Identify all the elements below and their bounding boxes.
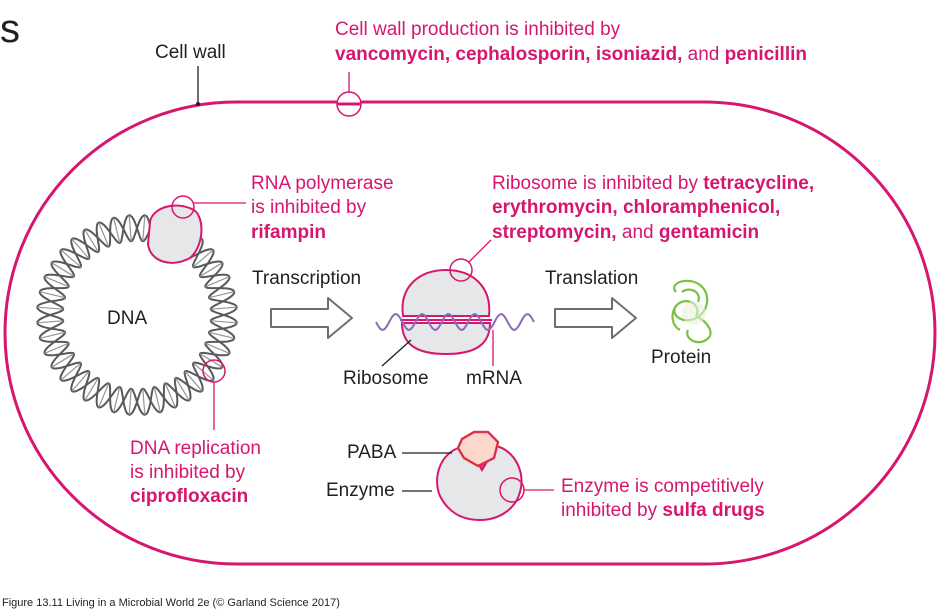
and-text-2: and	[621, 222, 654, 243]
protein-label: Protein	[651, 347, 712, 368]
dna-base-pair	[184, 370, 203, 392]
ribosome-label-leader	[381, 339, 412, 367]
dna-base-pair	[192, 249, 214, 268]
dna-base-pair	[71, 238, 90, 260]
drug-cephalosporin: cephalosporin,	[455, 44, 591, 65]
ribosome-small-subunit	[400, 322, 492, 356]
dna-base-pair	[39, 291, 66, 299]
enzyme-inhibition-line2: inhibited by sulfa drugs	[561, 500, 765, 522]
drug-erythromycin: erythromycin,	[492, 197, 618, 218]
dna-base-pair	[37, 306, 64, 310]
figure-caption: Figure 13.11 Living in a Microbial World…	[2, 597, 340, 609]
ribosome-inhibition-circle	[449, 258, 473, 282]
dna-replication-line1: DNA replication	[130, 438, 261, 459]
dna-base-pair	[60, 249, 82, 268]
dna-base-pair	[113, 386, 121, 413]
ribosome-large-subunit	[401, 268, 491, 317]
dna-base-pair	[113, 217, 121, 244]
dna-base-pair	[44, 342, 69, 354]
ribosome-inhibition-prefix: Ribosome is inhibited by	[492, 173, 698, 194]
transcription-arrow	[270, 297, 353, 339]
dna-base-pair	[128, 215, 132, 242]
cell-wall-outline	[3, 100, 937, 566]
and-text: and	[687, 44, 720, 65]
dna-base-pair	[210, 320, 237, 324]
dna-base-pair	[210, 306, 237, 310]
enzyme-label: Enzyme	[326, 480, 395, 501]
dna-base-pair	[60, 362, 82, 381]
enzyme-inhibition-line1: Enzyme is competitively	[561, 476, 764, 497]
drug-gentamicin: gentamicin	[658, 222, 760, 243]
enzyme-shape	[436, 444, 523, 522]
dna-base-pair	[51, 353, 75, 368]
ribosome-inhibition-line1: Ribosome is inhibited by tetracycline,	[492, 173, 814, 195]
ribosome-label: Ribosome	[343, 368, 429, 389]
mrna-strand	[375, 312, 535, 332]
dna-base-pair	[128, 388, 132, 415]
drug-chloramphenicol: chloramphenicol,	[622, 197, 781, 218]
drug-ciprofloxacin: ciprofloxacin	[130, 486, 249, 507]
dna-base-pair	[142, 388, 146, 415]
drug-streptomycin: streptomycin,	[492, 222, 617, 243]
translation-label: Translation	[545, 268, 639, 289]
dna-base-pair	[44, 276, 69, 288]
dna-base-pair	[208, 291, 235, 299]
rna-polymerase-shape	[146, 204, 203, 264]
cell-wall-label: Cell wall	[155, 42, 226, 63]
dna-base-pair	[39, 331, 66, 339]
dna-base-pair	[142, 215, 146, 242]
drug-rifampin: rifampin	[251, 222, 326, 243]
dna-base-pair	[205, 276, 230, 288]
mrna-label: mRNA	[466, 368, 522, 389]
dna-base-pair	[71, 370, 90, 392]
cell-wall-label-dot	[196, 102, 200, 106]
drug-sulfa-drugs: sulfa drugs	[662, 500, 765, 521]
ribosome-inhibition-line3: streptomycin, and gentamicin	[492, 222, 759, 244]
drug-penicillin: penicillin	[724, 44, 808, 65]
rna-polymerase-line1: RNA polymerase	[251, 173, 394, 194]
dna-base-pair	[51, 262, 75, 277]
transcription-label: Transcription	[252, 268, 362, 289]
rna-polymerase-line2: is inhibited by	[251, 197, 367, 218]
dna-base-pair	[37, 320, 64, 324]
dna-base-pair	[199, 262, 223, 277]
translation-arrow	[554, 297, 637, 339]
dna-base-pair	[175, 377, 190, 401]
dna-base-pair	[98, 383, 110, 408]
paba-label: PABA	[347, 442, 397, 463]
enzyme-inhibition-prefix: inhibited by	[561, 500, 658, 521]
ribosome-inhibition-line2: erythromycin, chloramphenicol,	[492, 197, 780, 219]
corner-letter: s	[0, 7, 20, 51]
rna-polymerase-inhibition-circle	[171, 195, 195, 219]
dna-base-pair	[205, 342, 230, 354]
cell-wall-inhibition-line1: Cell wall production is inhibited by	[335, 19, 621, 40]
dna-base-pair	[153, 386, 161, 413]
cell-wall-inhibition-line2: vancomycin, cephalosporin, isoniazid, an…	[335, 44, 807, 66]
dna-base-pair	[208, 331, 235, 339]
dna-base-pair	[164, 383, 176, 408]
dna-base-pair	[84, 229, 99, 253]
dna-label: DNA	[107, 308, 148, 329]
dna-base-pair	[98, 222, 110, 247]
drug-tetracycline: tetracycline,	[703, 173, 815, 194]
dna-base-pair	[84, 377, 99, 401]
dna-replication-line2: is inhibited by	[130, 462, 246, 483]
drug-isoniazid: isoniazid,	[595, 44, 683, 65]
drug-vancomycin: vancomycin,	[335, 44, 451, 65]
ribosome-inhibition-leader	[468, 239, 492, 263]
